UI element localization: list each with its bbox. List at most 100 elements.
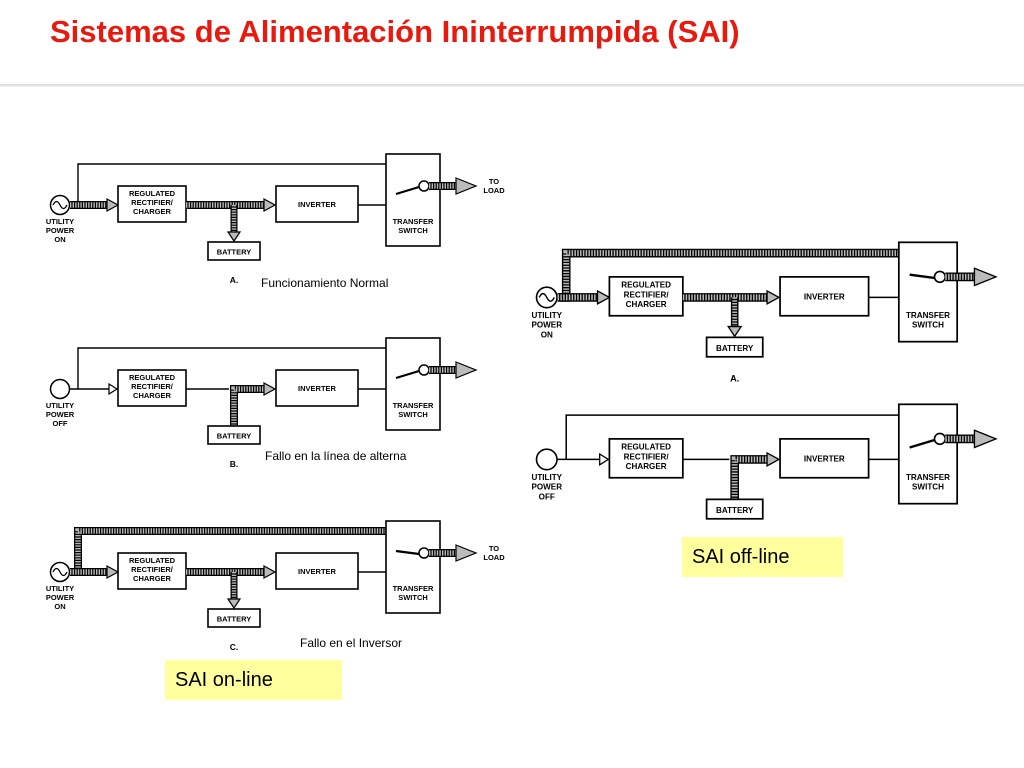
input-arrow-icon [106, 564, 120, 580]
battery-discharge-line [230, 385, 265, 426]
online-caption-a: Funcionamiento Normal [261, 276, 389, 290]
inverter-label: INVERTER [804, 455, 845, 464]
utility-label: UTILITY [531, 311, 562, 320]
battery-label: BATTERY [716, 344, 754, 353]
switch-blade [909, 273, 935, 280]
rectifier-label: CHARGER [133, 391, 172, 400]
utility-label: UTILITY [46, 217, 74, 226]
sine-wave-icon [538, 292, 555, 302]
switch-blade [395, 185, 420, 196]
online-caption-b: Fallo en la línea de alterna [265, 449, 407, 463]
rectifier-label: REGULATED [621, 443, 671, 452]
transfer-switch-label: TRANSFER [393, 217, 434, 226]
figure-letter: A. [730, 374, 739, 384]
utility-label: UTILITY [46, 401, 74, 410]
charge-arrow-icon [726, 325, 743, 338]
battery-label: BATTERY [217, 248, 252, 257]
battery-box [207, 241, 261, 261]
inverter-box [275, 369, 359, 407]
rectifier-label: REGULATED [129, 189, 176, 198]
rectifier-label: REGULATED [621, 281, 671, 290]
battery-box [207, 608, 261, 628]
battery-box [705, 498, 764, 520]
switch-contact-icon [418, 180, 430, 192]
switch-contact-icon [418, 364, 430, 376]
utility-state-label: OFF [53, 419, 68, 428]
charge-arrow-icon [226, 231, 242, 243]
transfer-switch-box [897, 403, 959, 505]
rectifier-box [608, 438, 684, 479]
output-arrow-icon [455, 544, 478, 562]
figure-letter: C. [230, 642, 239, 652]
battery-box [207, 425, 261, 445]
rectifier-label: CHARGER [626, 300, 667, 309]
dc-arrow-icon [263, 564, 277, 580]
switch-blade [395, 549, 420, 556]
dc-arrow-icon [263, 197, 277, 213]
transfer-switch-label: SWITCH [912, 483, 944, 492]
rectifier-label: CHARGER [133, 574, 172, 583]
utility-state-label: ON [54, 602, 65, 611]
input-arrow-icon [596, 289, 611, 305]
inverter-box [275, 552, 359, 590]
rectifier-box [117, 552, 187, 590]
utility-state-label: ON [54, 235, 65, 244]
rectifier-label: RECTIFIER/ [624, 452, 670, 461]
figure-letter: A. [230, 275, 239, 285]
transfer-switch-box [385, 520, 441, 614]
switch-blade [395, 369, 420, 380]
to-load-label: LOAD [483, 553, 505, 562]
utility-label: POWER [531, 321, 562, 330]
offline-diagram-a: UTILITYPOWERONREGULATEDRECTIFIER/CHARGER… [531, 241, 998, 384]
offline-diagram-b: UTILITYPOWEROFFREGULATEDRECTIFIER/CHARGE… [531, 403, 998, 546]
transfer-switch-label: SWITCH [398, 593, 428, 602]
inverter-box [779, 438, 870, 479]
transfer-switch-box [385, 153, 441, 247]
rectifier-label: RECTIFIER/ [131, 198, 174, 207]
figure-letter: B. [230, 459, 239, 469]
sine-wave-icon [52, 567, 68, 577]
utility-source-icon [535, 448, 558, 471]
to-load-label: TO [489, 544, 499, 553]
sine-wave-icon [52, 200, 68, 210]
inverter-box [275, 185, 359, 223]
utility-label: POWER [46, 410, 75, 419]
transfer-switch-label: TRANSFER [393, 401, 434, 410]
page-title: Sistemas de Alimentación Ininterrumpida … [50, 14, 740, 49]
battery-label: BATTERY [716, 506, 754, 515]
inverter-label: INVERTER [298, 200, 337, 209]
output-arrow-icon [455, 361, 478, 379]
utility-state-label: ON [541, 330, 553, 339]
transfer-switch-label: SWITCH [912, 321, 944, 330]
rectifier-label: CHARGER [626, 462, 667, 471]
utility-label: POWER [46, 226, 75, 235]
output-arrow-icon [455, 177, 478, 195]
rectifier-label: CHARGER [133, 207, 172, 216]
inverter-label: INVERTER [298, 567, 337, 576]
dc-arrow-icon [766, 289, 781, 305]
inverter-label: INVERTER [804, 293, 845, 302]
switch-contact-icon [418, 547, 430, 559]
transfer-switch-label: SWITCH [398, 226, 428, 235]
online-diagram-b: UTILITYPOWEROFFREGULATEDRECTIFIER/CHARGE… [46, 337, 478, 469]
input-arrow-icon [106, 197, 120, 213]
to-load-label: LOAD [483, 186, 505, 195]
utility-label: POWER [531, 483, 562, 492]
transfer-switch-label: TRANSFER [393, 584, 434, 593]
switch-contact-icon [933, 270, 947, 284]
utility-label: UTILITY [531, 473, 562, 482]
battery-box [705, 336, 764, 358]
online-caption-c: Fallo en el Inversor [300, 636, 403, 650]
dc-arrow-icon [263, 381, 277, 397]
battery-label: BATTERY [217, 615, 252, 624]
transfer-switch-label: TRANSFER [906, 473, 950, 482]
transfer-switch-label: SWITCH [398, 410, 428, 419]
output-arrow-icon [973, 429, 998, 449]
transfer-switch-box [385, 337, 441, 431]
battery-discharge-line [730, 455, 769, 500]
output-arrow-icon [973, 267, 998, 287]
transfer-switch-label: TRANSFER [906, 311, 950, 320]
rectifier-label: RECTIFIER/ [131, 382, 174, 391]
to-load-label: TO [489, 177, 499, 186]
